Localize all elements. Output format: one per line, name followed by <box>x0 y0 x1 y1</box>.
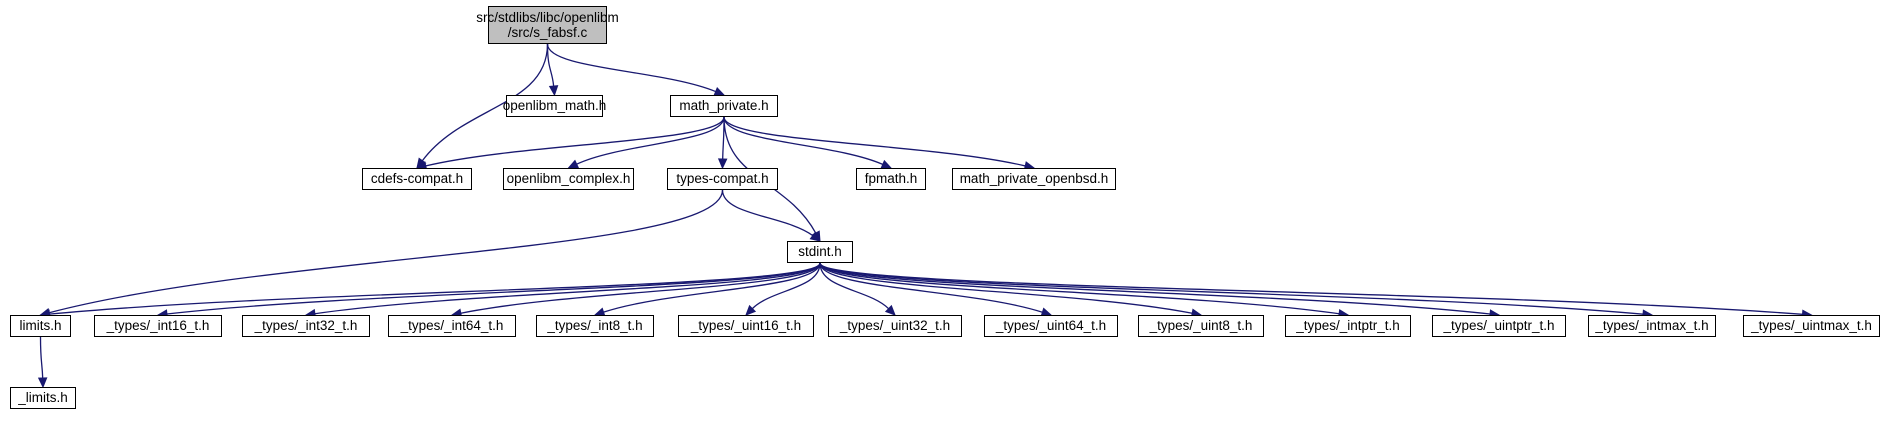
edge-arrowhead <box>567 159 580 169</box>
node-openlibm-complex[interactable]: openlibm_complex.h <box>503 168 634 190</box>
node-label: _types/_int16_t.h <box>106 318 210 333</box>
node-label: openlibm_complex.h <box>506 171 631 186</box>
edge-arrowhead <box>717 158 728 170</box>
node-root: src/stdlibs/libc/openlibm/src/s_fabsf.c <box>476 6 619 44</box>
edge-line <box>546 43 716 93</box>
edge-line <box>546 43 555 87</box>
node-label: _types/_uintmax_t.h <box>1751 318 1872 333</box>
edge-line <box>819 262 1193 314</box>
node-cdefs-compat[interactable]: cdefs-compat.h <box>362 168 472 190</box>
node-math-private-openbsd[interactable]: math_private_openbsd.h <box>952 168 1116 190</box>
node-uint16[interactable]: _types/_uint16_t.h <box>678 315 814 337</box>
edge-line <box>723 116 884 165</box>
node-label: stdint.h <box>798 244 842 259</box>
node-label: /src/s_fabsf.c <box>507 25 588 40</box>
node-label: _types/_int32_t.h <box>254 318 358 333</box>
node-int32[interactable]: _types/_int32_t.h <box>242 315 370 337</box>
node-label: _types/_uint8_t.h <box>1149 318 1253 333</box>
edge-math_private-to-math_private_openbsd <box>723 116 1036 171</box>
edge-line <box>603 262 821 313</box>
edge-line <box>819 262 1340 315</box>
node-int8[interactable]: _types/_int8_t.h <box>536 315 654 337</box>
edge-line <box>39 336 44 379</box>
edge-line <box>819 262 1644 315</box>
node-math-private[interactable]: math_private.h <box>670 95 778 117</box>
edge-arrowhead <box>745 304 757 316</box>
edge-stdint-to-uintmax <box>819 262 1813 320</box>
edge-line <box>49 262 821 315</box>
node-types-compat[interactable]: types-compat.h <box>667 168 778 190</box>
node-label: _types/_uint32_t.h <box>839 318 951 333</box>
edge-root-to-openlibm_math <box>546 43 559 97</box>
edge-line <box>819 262 1043 313</box>
node-label: _types/_intptr_t.h <box>1296 318 1400 333</box>
edge-math_private-to-fpmath <box>723 116 893 169</box>
edge-math_private-to-openlibm_complex <box>567 116 725 169</box>
edge-line <box>425 116 725 167</box>
node-label: _types/_int64_t.h <box>400 318 504 333</box>
edge-line <box>751 262 821 310</box>
node-intmax[interactable]: _types/_intmax_t.h <box>1588 315 1716 337</box>
edge-line <box>721 189 814 237</box>
edge-line <box>819 262 890 310</box>
edge-arrowhead <box>809 231 821 242</box>
node-label: fpmath.h <box>864 171 918 186</box>
node-limits[interactable]: limits.h <box>10 315 71 337</box>
node-stdint[interactable]: stdint.h <box>787 241 853 263</box>
node-int16[interactable]: _types/_int16_t.h <box>94 315 222 337</box>
edge-line <box>49 189 724 314</box>
node-label: _types/_uintptr_t.h <box>1443 318 1555 333</box>
edge-arrowhead <box>37 377 48 389</box>
edge-line <box>819 262 1803 315</box>
edge-line <box>723 116 1026 167</box>
edge-stdint-to-int32 <box>304 262 821 319</box>
edge-types_compat-to-stdint <box>721 189 821 242</box>
node--limits[interactable]: _limits.h <box>10 387 76 409</box>
node-label: limits.h <box>19 318 62 333</box>
node-label: types-compat.h <box>676 171 769 186</box>
node-label: math_private.h <box>679 98 769 113</box>
node-uint32[interactable]: _types/_uint32_t.h <box>828 315 962 337</box>
edge-line <box>576 116 725 165</box>
edge-line <box>166 262 821 315</box>
edge-line <box>421 43 549 162</box>
edge-arrowhead <box>548 85 559 97</box>
edge-limits-to-_limits <box>37 336 48 389</box>
node-int64[interactable]: _types/_int64_t.h <box>388 315 516 337</box>
node-openlibm-math[interactable]: openlibm_math.h <box>503 95 606 117</box>
edge-root-to-math_private <box>546 43 726 96</box>
node-intptr[interactable]: _types/_intptr_t.h <box>1285 315 1411 337</box>
node-uintmax[interactable]: _types/_uintmax_t.h <box>1743 315 1880 337</box>
edge-arrowhead <box>880 159 893 169</box>
edge-stdint-to-intptr <box>819 262 1350 319</box>
node-label: _types/_int8_t.h <box>547 318 643 333</box>
node-label: src/stdlibs/libc/openlibm <box>476 10 619 25</box>
edge-stdint-to-uint64 <box>819 262 1053 317</box>
node-label: _types/_intmax_t.h <box>1595 318 1709 333</box>
node-fpmath[interactable]: fpmath.h <box>856 168 926 190</box>
edge-stdint-to-uint16 <box>745 262 821 316</box>
node-uintptr[interactable]: _types/_uintptr_t.h <box>1432 315 1566 337</box>
node-label: cdefs-compat.h <box>370 171 464 186</box>
edge-line <box>460 262 821 314</box>
node-label: _limits.h <box>18 390 68 405</box>
node-label: math_private_openbsd.h <box>959 171 1109 186</box>
node-uint8[interactable]: _types/_uint8_t.h <box>1138 315 1264 337</box>
edge-stdint-to-uint32 <box>819 262 896 316</box>
node-label: _types/_uint64_t.h <box>995 318 1107 333</box>
edge-arrowhead <box>884 304 896 316</box>
edge-line <box>314 262 821 315</box>
node-label: openlibm_math.h <box>502 98 607 113</box>
node-label: _types/_uint16_t.h <box>690 318 802 333</box>
node-uint64[interactable]: _types/_uint64_t.h <box>984 315 1118 337</box>
edge-line <box>819 262 1491 315</box>
